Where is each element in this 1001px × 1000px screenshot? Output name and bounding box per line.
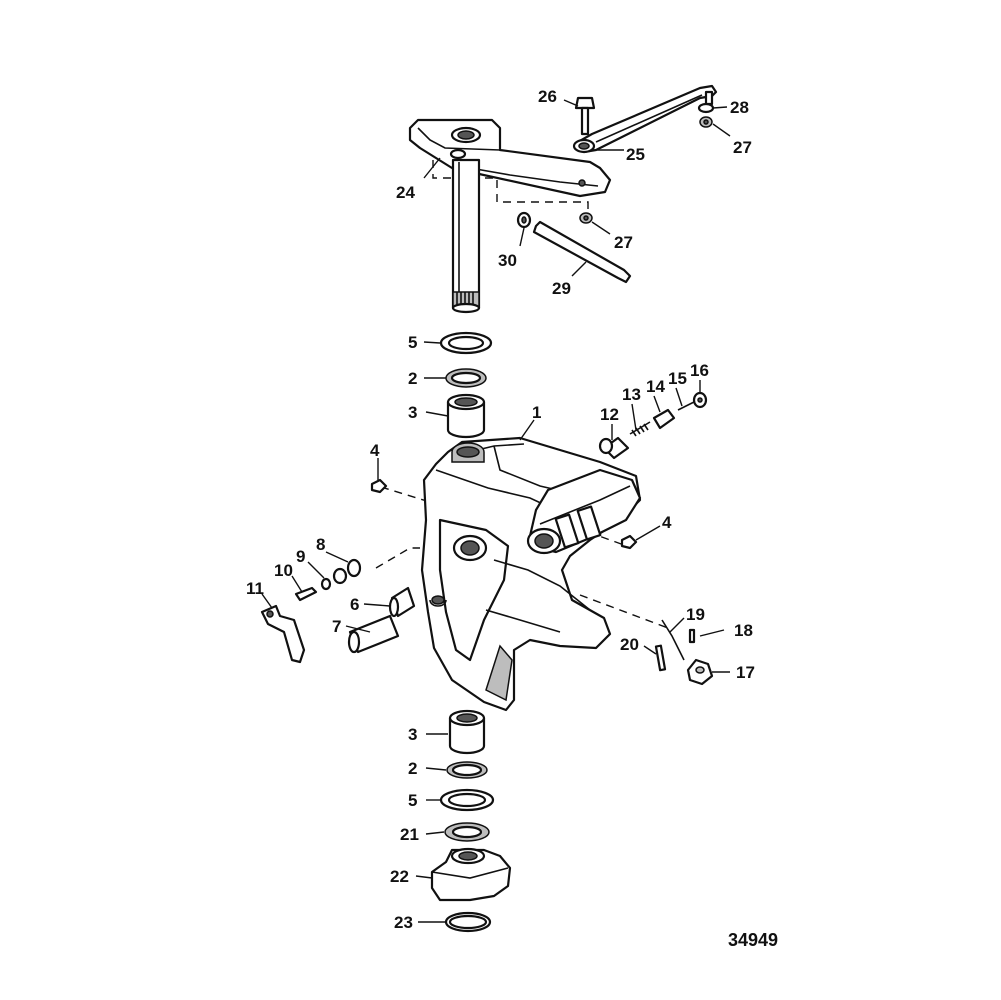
callout-28: 28 [730,98,749,117]
callout-7: 7 [332,617,341,636]
callout-22: 22 [390,867,409,886]
callout-labels: 26 28 27 25 24 27 30 29 5 2 3 1 4 12 13 … [246,87,778,950]
figure-number: 34949 [728,930,778,950]
callout-13: 13 [622,385,641,404]
callout-15: 15 [668,369,687,388]
callout-18: 18 [734,621,753,640]
callout-2: 2 [408,759,417,778]
callout-8: 8 [316,535,325,554]
callout-19: 19 [686,605,705,624]
part-swivel-bracket [420,436,642,712]
part-steering-link [572,84,718,154]
callout-20: 20 [620,635,639,654]
callout-16: 16 [690,361,709,380]
callout-12: 12 [600,405,619,424]
part-bolt [574,96,596,136]
callout-4: 4 [662,513,672,532]
callout-29: 29 [552,279,571,298]
callout-26: 26 [538,87,557,106]
leader-lines [261,99,731,923]
callout-27: 27 [733,138,752,157]
callout-17: 17 [736,663,755,682]
callout-25: 25 [626,145,645,164]
part-latch-assembly [654,619,714,686]
callout-27: 27 [614,233,633,252]
callout-11: 11 [246,579,264,598]
callout-2: 2 [408,369,417,388]
part-nuts [579,102,715,224]
callout-10: 10 [274,561,293,580]
callout-3: 3 [408,725,417,744]
callout-14: 14 [646,377,665,396]
callout-23: 23 [394,913,413,932]
callout-1: 1 [532,403,541,422]
part-lever-assembly [260,558,362,664]
callout-3: 3 [408,403,417,422]
callout-5: 5 [408,791,417,810]
part-upper-stack [439,331,493,439]
part-steering-arm [408,118,612,314]
callout-9: 9 [296,547,305,566]
callout-21: 21 [400,825,419,844]
part-tie-rod [516,211,632,284]
part-lower-stack [430,709,512,933]
callout-5: 5 [408,333,417,352]
callout-24: 24 [396,183,415,202]
part-plunger-assembly [598,391,708,460]
callout-4: 4 [370,441,380,460]
part-lower-bushings [347,586,416,654]
callout-30: 30 [498,251,517,270]
part-grease-fittings [370,478,638,550]
callout-6: 6 [350,595,359,614]
